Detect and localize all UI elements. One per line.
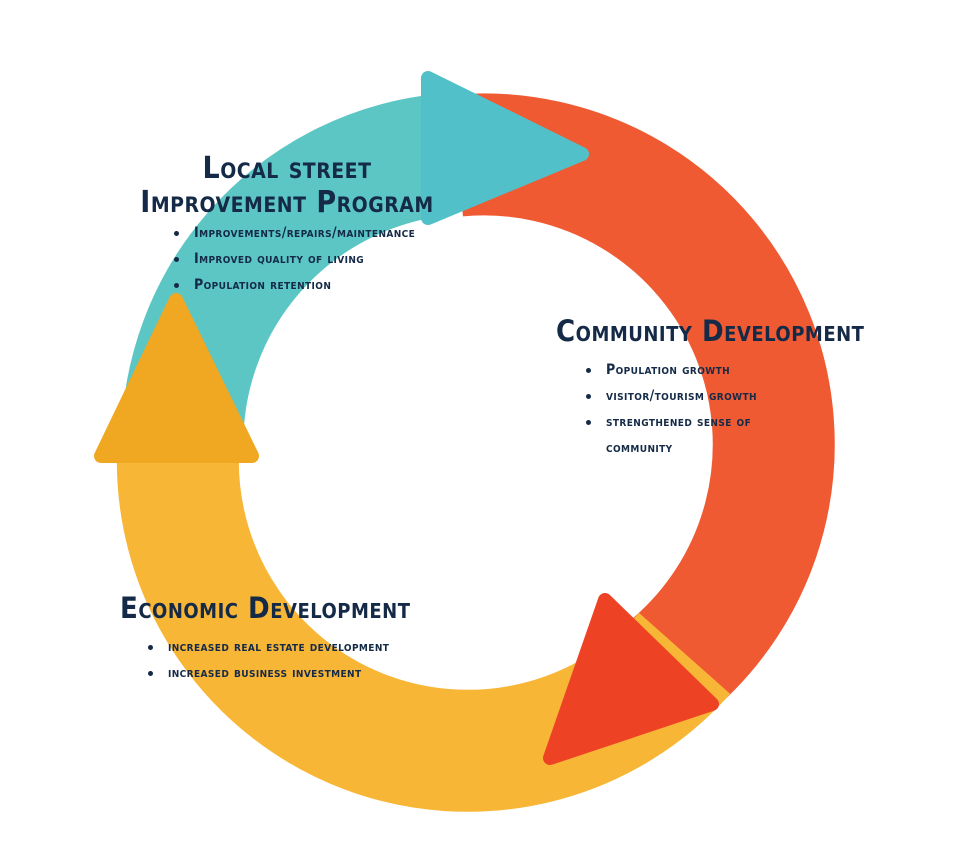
local-street-title-line2: Improvement Program bbox=[140, 184, 434, 220]
orange-arrowhead bbox=[543, 593, 719, 765]
yellow-arrowhead bbox=[94, 293, 259, 463]
orange-segment bbox=[451, 93, 835, 717]
local-street-title: Local street Improvement Program bbox=[132, 152, 442, 219]
list-item: increased real estate development bbox=[144, 634, 500, 660]
community-development-block: Community Development Population growth … bbox=[556, 315, 916, 461]
economic-development-bullets: increased real estate development increa… bbox=[144, 634, 500, 686]
community-development-title: Community Development bbox=[556, 314, 865, 348]
economic-development-block: Economic Development increased real esta… bbox=[120, 592, 500, 686]
list-item: Improvements/repairs/maintenance bbox=[170, 220, 492, 246]
community-development-bullets: Population growth visitor/tourism growth… bbox=[582, 357, 916, 461]
list-item: Population retention bbox=[170, 272, 492, 298]
economic-development-title: Economic Development bbox=[120, 591, 411, 625]
list-item: increased business investment bbox=[144, 660, 500, 686]
list-item: strengthened sense of community bbox=[582, 409, 816, 461]
teal-arrowhead bbox=[421, 71, 589, 225]
local-street-bullets: Improvements/repairs/maintenance Improve… bbox=[170, 220, 492, 298]
local-street-title-line1: Local street bbox=[202, 151, 372, 186]
list-item: Improved quality of living bbox=[170, 246, 492, 272]
local-street-block: Local street Improvement Program Improve… bbox=[132, 152, 492, 298]
list-item: Population growth bbox=[582, 357, 816, 383]
list-item: visitor/tourism growth bbox=[582, 383, 816, 409]
